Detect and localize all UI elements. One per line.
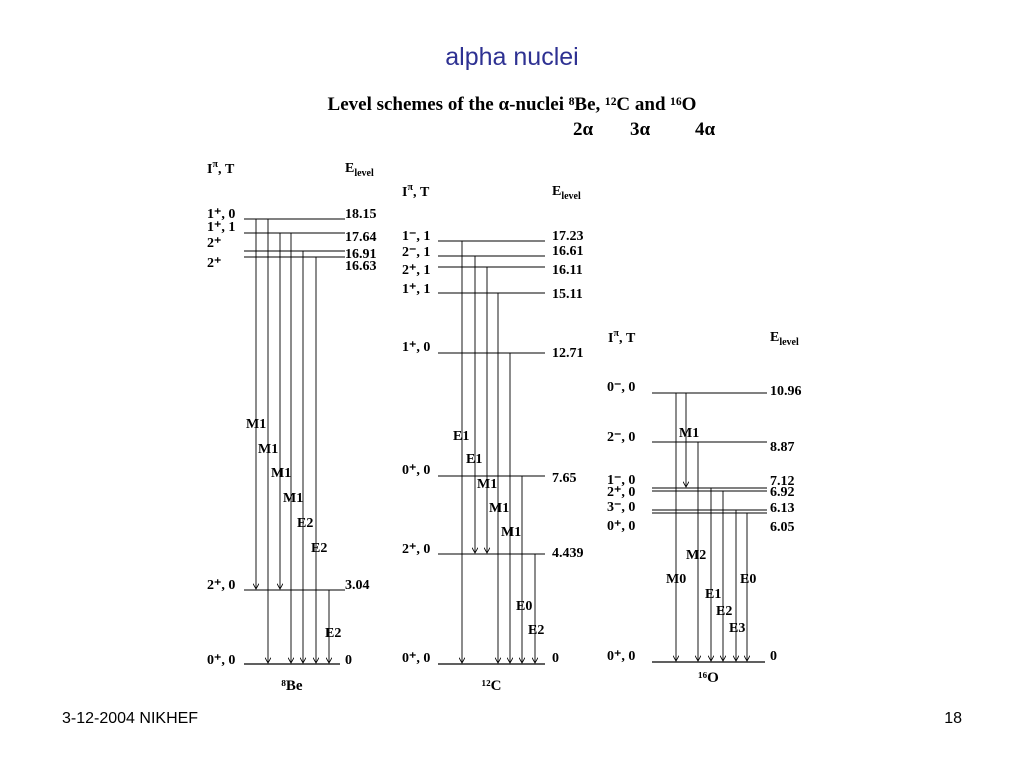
- level-energy-label: 17.64: [345, 230, 377, 245]
- nucleus-name: ¹²C: [482, 678, 502, 694]
- level-spin-label: 2⁻, 1: [402, 245, 430, 260]
- level-energy-label: 0: [345, 653, 352, 668]
- level-energy-label: 12.71: [552, 346, 584, 361]
- level-spin-label: 1⁺, 0: [207, 207, 235, 222]
- transition-label: M1: [271, 466, 291, 481]
- spin-isospin-header: Iπ, T: [207, 159, 235, 177]
- level-energy-label: 16.11: [552, 263, 583, 278]
- level-spin-label: 3⁻, 0: [607, 500, 635, 515]
- level-spin-label: 2⁺, 1: [402, 263, 430, 278]
- transition-label: E1: [453, 429, 469, 444]
- level-spin-label: 2⁺: [207, 256, 221, 271]
- transition-label: E1: [466, 452, 482, 467]
- level-spin-label: 0⁺, 0: [607, 649, 635, 664]
- level-spin-label: 2⁻, 0: [607, 430, 635, 445]
- transition-label: E2: [311, 541, 327, 556]
- energy-header: Elevel: [552, 184, 581, 202]
- transition-label: E1: [705, 587, 721, 602]
- transition-label: E2: [528, 623, 544, 638]
- transition-label: M1: [246, 417, 266, 432]
- spin-isospin-header: Iπ, T: [608, 328, 636, 346]
- transition-label: E2: [325, 626, 341, 641]
- level-energy-label: 0: [552, 651, 559, 666]
- footer-date-institute: 3-12-2004 NIKHEF: [62, 710, 199, 727]
- transition-label: E0: [516, 599, 532, 614]
- level-energy-label: 10.96: [770, 384, 802, 399]
- level-spin-label: 2⁺, 0: [207, 578, 235, 593]
- energy-header: Elevel: [345, 161, 374, 179]
- level-spin-label: 2⁺, 0: [402, 542, 430, 557]
- transition-label: M1: [489, 501, 509, 516]
- level-energy-label: 6.92: [770, 485, 795, 500]
- transition-label: M1: [501, 525, 521, 540]
- transition-label: M0: [666, 572, 686, 587]
- level-spin-label: 0⁺, 0: [607, 519, 635, 534]
- alpha-label: 2α: [573, 119, 594, 140]
- level-spin-label: 1⁺, 1: [207, 220, 235, 235]
- transition-label: E2: [297, 516, 313, 531]
- transition-label: M1: [258, 442, 278, 457]
- level-spin-label: 0⁻, 0: [607, 380, 635, 395]
- level-energy-label: 18.15: [345, 207, 377, 222]
- transition-label: M1: [283, 491, 303, 506]
- level-spin-label: 1⁺, 1: [402, 282, 430, 297]
- alpha-label: 3α: [630, 119, 651, 140]
- level-spin-label: 0⁺, 0: [207, 653, 235, 668]
- level-spin-label: 2⁺, 0: [607, 485, 635, 500]
- nucleus-name: ⁸Be: [281, 678, 303, 694]
- level-energy-label: 4.439: [552, 546, 584, 561]
- alpha-label: 4α: [695, 119, 716, 140]
- level-energy-label: 7.65: [552, 471, 577, 486]
- level-energy-label: 16.63: [345, 259, 377, 274]
- transition-label: E0: [740, 572, 756, 587]
- nucleus-scheme: Iπ, T Elevel 0⁻, 0 10.96 2⁻, 0 8.87 1⁻, 0 7.12 2…: [607, 328, 802, 686]
- transition-label: E2: [716, 604, 732, 619]
- transition-label: M2: [686, 548, 706, 563]
- level-spin-label: 1⁻, 1: [402, 229, 430, 244]
- nucleus-scheme: Iπ, T Elevel 1⁻, 1 17.23 2⁻, 1 16.61 2⁺, 1 16.1…: [402, 182, 584, 694]
- level-energy-label: 3.04: [345, 578, 370, 593]
- level-spin-label: 1⁺, 0: [402, 340, 430, 355]
- level-energy-label: 0: [770, 649, 777, 664]
- transition-label: M1: [477, 477, 497, 492]
- energy-header: Elevel: [770, 330, 799, 348]
- level-energy-label: 15.11: [552, 287, 583, 302]
- nucleus-scheme: Iπ, T Elevel 1⁺, 0 18.15 1⁺, 1 17.64 2⁺ 16.91 2⁺…: [207, 159, 377, 694]
- spin-isospin-header: Iπ, T: [402, 182, 430, 200]
- level-spin-label: 1⁻, 0: [607, 473, 635, 488]
- level-energy-label: 7.12: [770, 474, 795, 489]
- level-energy-label: 6.05: [770, 520, 795, 535]
- level-energy-label: 16.91: [345, 247, 377, 262]
- level-energy-label: 17.23: [552, 229, 584, 244]
- level-energy-label: 16.61: [552, 244, 584, 259]
- figure-heading: Level schemes of the α-nuclei ⁸Be, ¹²C a…: [328, 94, 697, 115]
- level-spin-label: 0⁺, 0: [402, 651, 430, 666]
- transition-label: E3: [729, 621, 745, 636]
- level-energy-label: 6.13: [770, 501, 795, 516]
- slide-number: 18: [944, 710, 962, 727]
- level-spin-label: 0⁺, 0: [402, 463, 430, 478]
- slide-title: alpha nuclei: [445, 43, 579, 71]
- level-energy-label: 8.87: [770, 440, 795, 455]
- transition-label: M1: [679, 426, 699, 441]
- level-spin-label: 2⁺: [207, 236, 221, 251]
- nucleus-name: ¹⁶O: [698, 670, 719, 686]
